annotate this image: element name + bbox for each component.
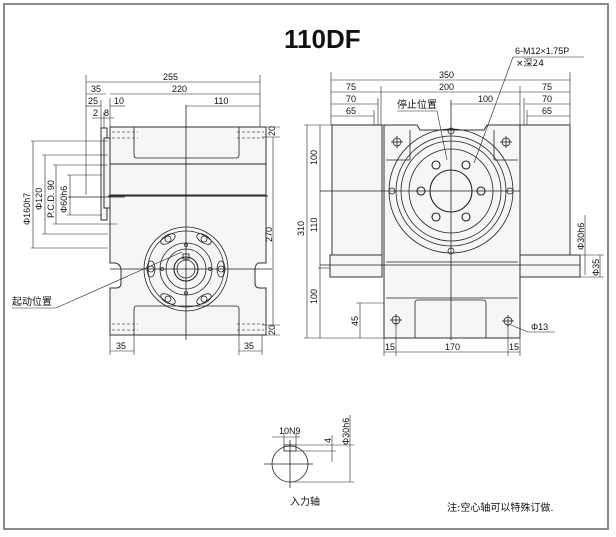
bottom-recess — [133, 305, 240, 335]
custom-order-note: 注:空心轴可以特殊订做. — [447, 501, 554, 514]
dim-d35: Φ35 — [591, 259, 601, 276]
dim-350: 350 — [439, 70, 454, 80]
left-boss — [331, 124, 383, 266]
dim-10: 10 — [114, 96, 124, 106]
upper-housing — [109, 126, 267, 196]
dim-65-right: 65 — [542, 106, 552, 116]
dim-100-upper: 100 — [309, 150, 319, 165]
dim-100-lower: 100 — [309, 289, 319, 304]
dim-70-left: 70 — [346, 94, 356, 104]
callout-start-position: 起动位置 — [12, 295, 52, 308]
dim-15-left: 15 — [385, 342, 395, 352]
dim-35-right: 35 — [244, 341, 254, 351]
dim-key-width: 10N9 — [279, 426, 301, 436]
dim-45: 45 — [350, 316, 360, 326]
dim-2: 2 — [93, 108, 98, 118]
dim-220: 220 — [172, 84, 187, 94]
front-housing — [383, 124, 521, 339]
sheet-border — [3, 3, 609, 530]
thread-depth-note: ×深24 — [516, 58, 544, 69]
dim-d120: Φ120 — [34, 188, 44, 210]
dim-70-right: 70 — [542, 94, 552, 104]
flange-step — [103, 137, 111, 209]
lower-housing — [109, 194, 267, 336]
dim-15-right: 15 — [509, 342, 519, 352]
right-boss — [519, 124, 571, 266]
dim-75-left: 75 — [346, 82, 356, 92]
dim-75-right: 75 — [542, 82, 552, 92]
input-shaft-detail: 10N9 4 Φ30h6 入力轴 — [264, 415, 354, 508]
dim-255: 255 — [163, 72, 178, 82]
dim-d160h7: Φ160h7 — [22, 193, 32, 225]
dim-170: 170 — [445, 342, 460, 352]
side-view: 255 35 220 25 10 110 2 8 Φ160h7 Φ120 P.C… — [12, 72, 280, 355]
dim-20-bottom: 20 — [267, 325, 277, 335]
callout-stop-position: 停止位置 — [397, 98, 437, 111]
dim-key-depth: 4 — [323, 438, 333, 443]
dim-310: 310 — [296, 221, 306, 236]
thread-note: 6-M12×1.75P — [515, 46, 569, 56]
hole-diameter-note: Φ13 — [531, 322, 548, 332]
dim-110: 110 — [309, 218, 319, 232]
dim-d30h6-right: Φ30h6 — [576, 223, 586, 250]
dim-200: 200 — [439, 82, 454, 92]
dim-35-left: 35 — [116, 341, 126, 351]
front-view: 350 75 200 75 70 100 70 65 65 6-M12×1.75… — [296, 46, 604, 356]
dim-shaft-diameter: Φ30h6 — [341, 418, 351, 445]
dim-8: 8 — [104, 108, 109, 118]
dim-110: 110 — [214, 96, 228, 106]
dim-d60h6: Φ60h6 — [59, 186, 69, 213]
dim-pcd90: P.C.D. 90 — [46, 180, 56, 218]
dim-25: 25 — [88, 96, 98, 106]
dim-35: 35 — [91, 84, 101, 94]
top-recess — [133, 127, 240, 159]
dim-65-left: 65 — [346, 106, 356, 116]
dim-20-top: 20 — [267, 126, 277, 136]
model-title: 110DF — [284, 24, 361, 54]
input-shaft-label: 入力轴 — [290, 495, 320, 508]
dim-100-top: 100 — [478, 94, 493, 104]
dim-270: 270 — [264, 227, 274, 242]
